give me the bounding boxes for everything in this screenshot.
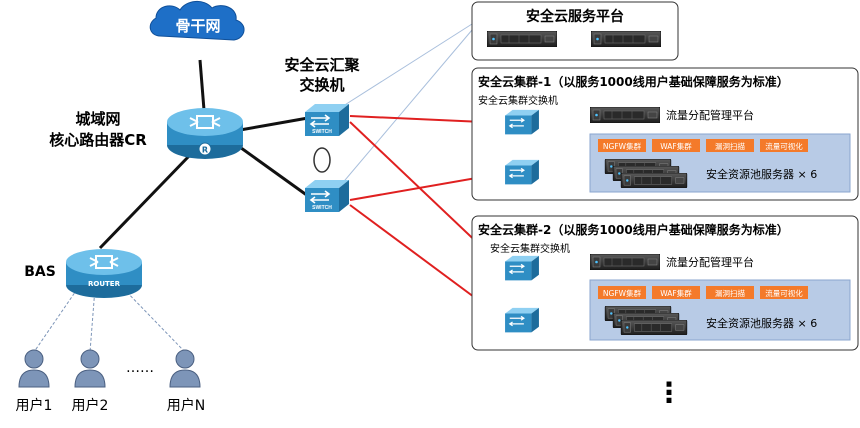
chip: [652, 139, 700, 152]
platform-box: 安全云服务平台: [471, 1, 679, 61]
server-icon: [591, 31, 661, 47]
cluster-switch-icon: [504, 109, 540, 135]
agg-switch-label-2: 交换机: [299, 76, 344, 94]
cluster-2-mgmt-label: 流量分配管理平台: [666, 255, 754, 269]
link-core-agg1: [239, 116, 309, 132]
cluster-2-switch-label: 安全云集群交换机: [490, 242, 570, 255]
user-label: 用户2: [72, 397, 109, 414]
svg-text:流量可视化: 流量可视化: [765, 141, 803, 151]
svg-text:WAF集群: WAF集群: [660, 288, 692, 298]
backbone-cloud-icon: 骨干网: [149, 1, 245, 41]
server-icon: [590, 254, 660, 270]
server-icon: [620, 320, 688, 335]
chip: [760, 139, 808, 152]
cluster-1-title: 安全云集群-1（以服务1000线用户基础保障服务为标准）: [478, 74, 789, 89]
link-user: [33, 284, 81, 353]
agg-switch-1-icon: [304, 103, 350, 137]
chip: [598, 286, 646, 299]
user-label: 用户N: [167, 397, 205, 414]
chip: [706, 286, 754, 299]
core-router-label-2: 核心路由器CR: [49, 131, 147, 149]
cluster-1-pool-label: 安全资源池服务器 × 6: [706, 167, 817, 181]
cluster-switch-icon: [504, 307, 540, 333]
cluster-2-pool-label: 安全资源池服务器 × 6: [706, 316, 817, 330]
svg-text:流量可视化: 流量可视化: [765, 288, 803, 298]
link-user: [89, 287, 96, 353]
server-icon: [590, 107, 660, 123]
chip: [598, 139, 646, 152]
core-router-icon: R: [167, 108, 243, 159]
user-icon: [18, 349, 50, 388]
cluster-switch-icon: [504, 159, 540, 185]
cluster-1-switch-label: 安全云集群交换机: [478, 94, 558, 107]
link-user: [119, 284, 186, 353]
user-label: 用户1: [16, 397, 53, 414]
users-ellipsis: ……: [126, 360, 154, 376]
user-icon: [74, 349, 106, 388]
link-core-agg2: [229, 138, 309, 198]
server-icon: [620, 173, 688, 188]
cluster-2-box: 安全云集群-2（以服务1000线用户基础保障服务为标准） 安全云集群交换机 流量…: [471, 215, 859, 351]
link-agg1-platform: [339, 23, 473, 109]
bas-router-icon: ROUTER: [66, 249, 142, 298]
svg-text:R: R: [202, 146, 208, 155]
backbone-label: 骨干网: [175, 17, 220, 35]
user-icon: [169, 349, 201, 388]
cluster-1-box: 安全云集群-1（以服务1000线用户基础保障服务为标准） 安全云集群交换机 流量…: [471, 67, 859, 201]
bas-label: BAS: [24, 264, 56, 280]
svg-text:NGFW集群: NGFW集群: [603, 141, 642, 151]
svg-text:WAF集群: WAF集群: [660, 141, 692, 151]
agg-switch-label-1: 安全云汇聚: [284, 56, 360, 74]
cluster-switch-icon: [504, 255, 540, 281]
cluster-1-mgmt-label: 流量分配管理平台: [666, 108, 754, 122]
core-router-label-1: 城域网: [75, 110, 120, 128]
svg-text:NGFW集群: NGFW集群: [603, 288, 642, 298]
chip: [652, 286, 700, 299]
svg-text:漏洞扫描: 漏洞扫描: [715, 141, 745, 151]
svg-text:ROUTER: ROUTER: [88, 280, 121, 288]
platform-title: 安全云服务平台: [526, 8, 624, 25]
link-core-bas: [98, 153, 192, 250]
agg-switch-2-icon: [304, 179, 350, 213]
cluster-2-title: 安全云集群-2（以服务1000线用户基础保障服务为标准）: [478, 222, 789, 237]
chip: [760, 286, 808, 299]
server-icon: [487, 31, 557, 47]
link-agg2-platform: [339, 29, 473, 187]
stack-ring: [313, 147, 331, 173]
chip: [706, 139, 754, 152]
more-clusters-ellipsis: ⋮: [655, 376, 683, 409]
link-cloud-core: [198, 59, 206, 111]
svg-text:漏洞扫描: 漏洞扫描: [715, 288, 745, 298]
